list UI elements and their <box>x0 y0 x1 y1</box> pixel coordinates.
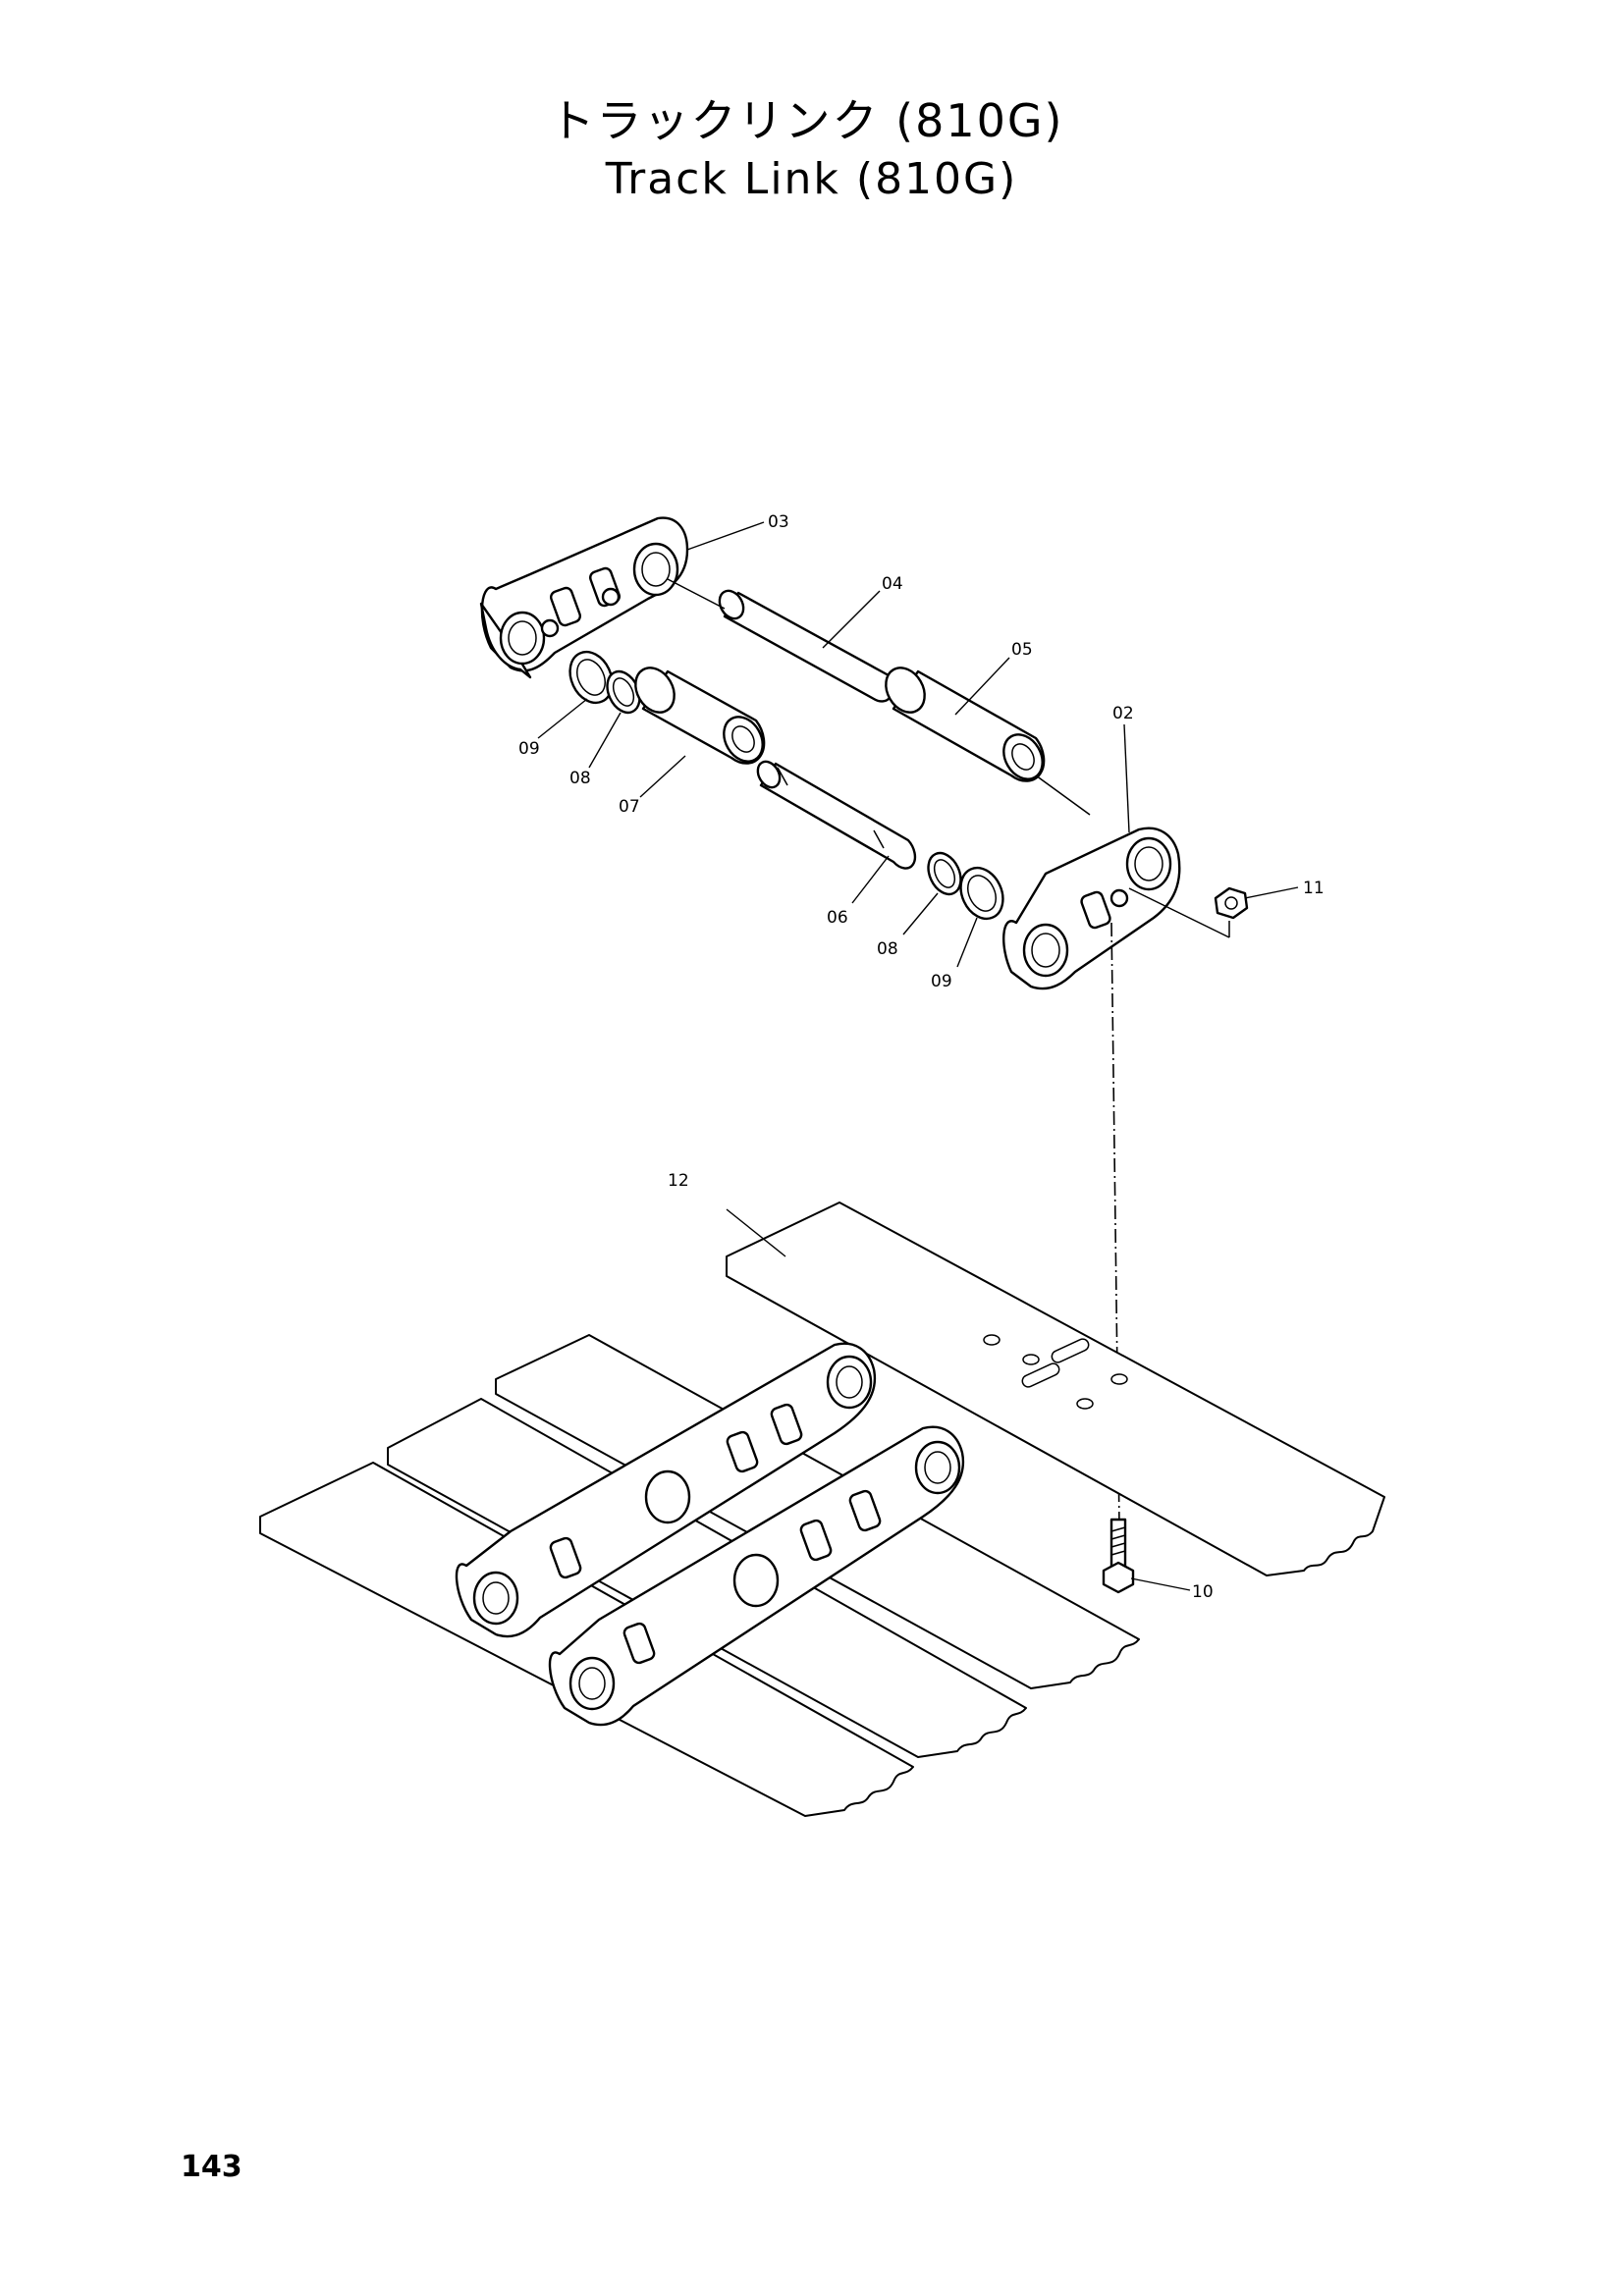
bushing-07 <box>634 667 766 765</box>
seal-08-right <box>927 851 962 896</box>
pin-06 <box>756 760 917 870</box>
callout-09-right: 09 <box>931 972 952 991</box>
page-number: 143 <box>181 2150 243 2184</box>
callout-09-left: 09 <box>518 739 540 759</box>
bushing-05 <box>885 667 1046 782</box>
seal-09-left <box>568 650 614 705</box>
callout-06: 06 <box>827 908 848 928</box>
callout-08-left: 08 <box>569 769 591 788</box>
title-english: Track Link (810G) <box>605 154 1018 204</box>
link-chain <box>455 1342 965 1727</box>
callout-08-right: 08 <box>877 939 898 959</box>
callout-11: 11 <box>1303 879 1325 898</box>
title-block: トラックリンク (810G) Track Link (810G) <box>0 93 1623 207</box>
bolt-10 <box>1102 1518 1135 1594</box>
callout-05: 05 <box>1011 640 1033 660</box>
callout-02: 02 <box>1112 704 1134 723</box>
callout-03: 03 <box>768 512 789 532</box>
seal-09-right <box>959 866 1004 921</box>
nut-11 <box>1214 886 1249 920</box>
callout-leaders <box>537 521 1299 1591</box>
title-japanese: トラックリンク (810G) <box>549 94 1064 147</box>
callout-10: 10 <box>1192 1582 1214 1602</box>
link-02 <box>1002 827 1181 990</box>
callout-07: 07 <box>619 797 640 817</box>
link-03 <box>479 516 689 679</box>
shoe-12 <box>726 1201 1385 1576</box>
callout-04: 04 <box>882 574 903 594</box>
pin-04 <box>718 589 894 703</box>
callout-12: 12 <box>668 1171 689 1191</box>
